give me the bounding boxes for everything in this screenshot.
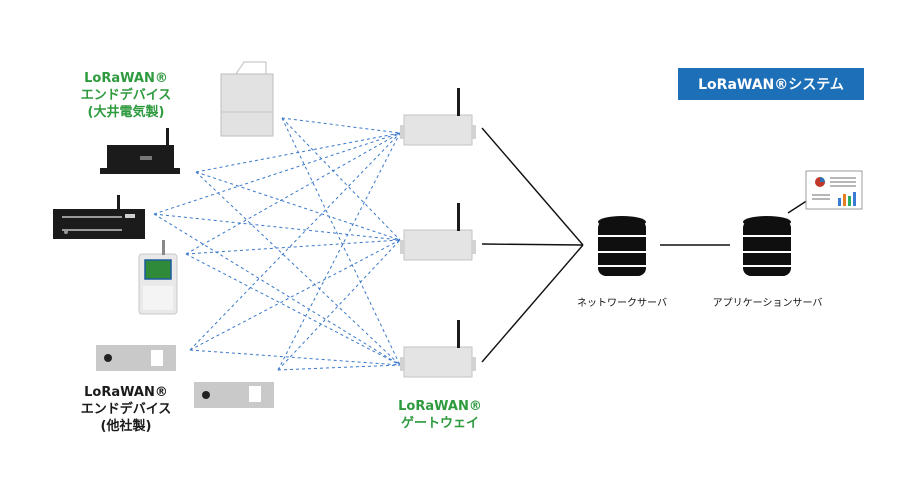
gateway-line1: LoRaWAN® (398, 399, 482, 414)
end-device-other-label: LoRaWAN® エンドデバイス (他社製) (56, 384, 196, 435)
gateway-line2: ゲートウェイ (400, 416, 479, 431)
end-device-other-line3: (他社製) (100, 419, 152, 434)
black-controller-device (100, 128, 180, 174)
gateway-device-2 (400, 203, 476, 261)
end-device-other-line1: LoRaWAN® (84, 385, 168, 400)
end-device-own-label: LoRaWAN® エンドデバイス (大井電気製) (56, 70, 196, 121)
end-device-own-line1: LoRaWAN® (84, 71, 168, 86)
backhaul-links (481, 127, 809, 363)
network-server-label: ネットワークサーバ (577, 298, 667, 309)
gateway-label: LoRaWAN® ゲートウェイ (370, 398, 510, 432)
report-document-icon (805, 170, 863, 210)
sensor-bar-device-1 (96, 345, 176, 371)
gateway-device-1 (400, 88, 476, 146)
gateway-device-3 (400, 320, 476, 378)
handheld-device (138, 240, 178, 315)
sensor-bar-device-2 (194, 382, 274, 408)
network-server-icon (598, 216, 646, 276)
smart-meter-device (220, 61, 274, 137)
end-device-own-line2: エンドデバイス (80, 88, 172, 103)
wireless-links (153, 117, 401, 371)
application-server-icon (743, 216, 791, 276)
end-device-own-line3: (大井電気製) (87, 105, 165, 120)
rack-unit-device (53, 195, 145, 239)
system-title-badge: LoRaWAN®システム (678, 68, 864, 100)
end-device-other-line2: エンドデバイス (80, 402, 172, 417)
application-server-label: アプリケーションサーバ (712, 298, 823, 309)
